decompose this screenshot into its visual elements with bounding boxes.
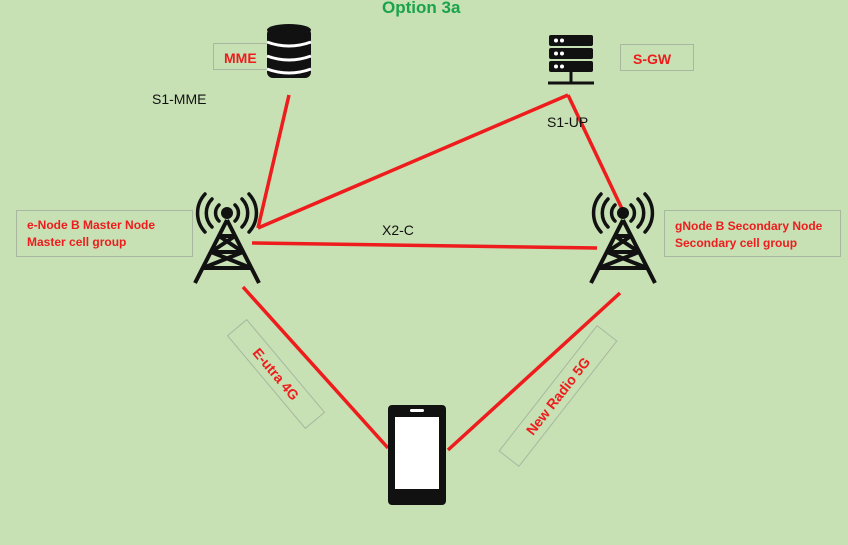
gnb-label-line1: gNode B Secondary Node (675, 219, 823, 233)
sgw-label: S-GW (633, 51, 672, 67)
cell-tower-icon (589, 192, 657, 284)
x2-c-label: X2-C (382, 222, 414, 238)
enb-label-line2: Master cell group (27, 235, 127, 249)
link-x2-c (251, 241, 598, 250)
gnb-label-box: gNode B Secondary Node Secondary cell gr… (664, 210, 841, 257)
link-s1-up-enb (257, 93, 569, 230)
mme-label: MME (224, 50, 257, 66)
link-eutra (241, 285, 390, 450)
database-icon (266, 24, 312, 78)
sgw-label-box: S-GW (620, 44, 694, 71)
diagram-title: Option 3a (382, 0, 461, 17)
mme-label-box: MME (213, 43, 271, 70)
link-s1-mme (256, 94, 291, 229)
s1-up-label: S1-UP (547, 114, 589, 130)
link-nr (446, 291, 622, 452)
cell-tower-icon (193, 192, 261, 284)
smartphone-icon (388, 405, 446, 505)
enb-label-box: e-Node B Master Node Master cell group (16, 210, 193, 257)
server-icon (548, 35, 594, 85)
link-s1-up-gnb (566, 94, 626, 214)
enb-label-line1: e-Node B Master Node (27, 218, 156, 232)
s1-mme-label: S1-MME (152, 91, 207, 107)
gnb-label-line2: Secondary cell group (675, 236, 798, 250)
